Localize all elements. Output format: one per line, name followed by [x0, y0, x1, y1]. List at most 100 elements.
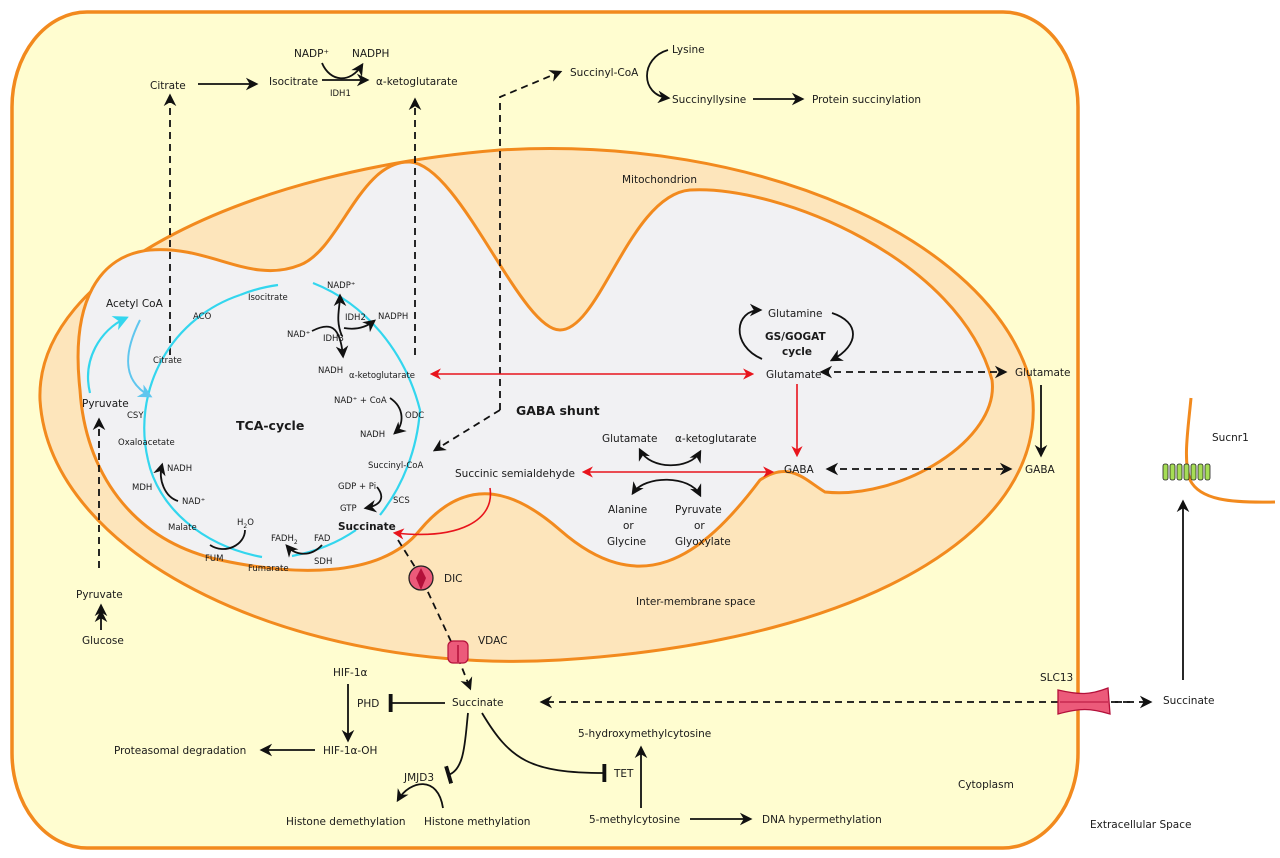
cyto-glucose: Glucose [82, 635, 124, 647]
arrow-scs [363, 486, 383, 513]
arrow-histone-demethylation [396, 783, 444, 809]
arrow-succinate-export [397, 539, 473, 691]
5-hydroxymethylcytosine: 5-hydroxymethylcytosine [578, 728, 711, 740]
tca-fum: FUM [205, 554, 223, 564]
arrow-odc [389, 397, 407, 435]
tca-odc: ODC [405, 411, 424, 421]
histone-demethylation: Histone demethylation [286, 816, 406, 828]
cyto-glutamate: Glutamate [1015, 367, 1071, 379]
arrow-glutamate-glutamine [738, 303, 763, 360]
hif1a-oh: HIF-1α-OH [323, 745, 377, 757]
inhibit-jmjd3 [444, 712, 469, 784]
cyto-succinyl-coa: Succinyl-CoA [570, 67, 639, 79]
tca-nadh-1: NADH [318, 366, 343, 376]
slc13-transporter-icon [1057, 687, 1111, 715]
cyto-citrate: Citrate [150, 80, 186, 92]
sucnr1-receptor-icon [1162, 463, 1211, 481]
histone-methylation: Histone methylation [424, 816, 530, 828]
transamination-akg: α-ketoglutarate [675, 433, 757, 445]
tca-aco: ACO [193, 312, 212, 322]
glyoxylate: Glyoxylate [675, 536, 731, 548]
mitochondrion-label: Mitochondrion [622, 174, 697, 186]
tca-fadh2: FADH2 [271, 534, 298, 546]
cyto-lysine: Lysine [672, 44, 705, 56]
extracellular-succinate: Succinate [1163, 695, 1214, 707]
tca-nadp: NADP⁺ [327, 281, 355, 291]
tca-arc-aco [239, 283, 279, 297]
arrow-ssa-succinate [392, 487, 492, 540]
gs-gogat-label-1: GS/GOGAT [765, 331, 826, 343]
proteasomal-degradation: Proteasomal degradation [114, 745, 246, 757]
transamination-glutamate: Glutamate [602, 433, 658, 445]
tca-nad-1: NAD⁺ [287, 330, 310, 340]
tca-fad: FAD [314, 534, 331, 544]
arrow-sdh [285, 544, 323, 558]
gs-gogat-label-2: cycle [782, 346, 812, 358]
mito-gaba: GABA [784, 464, 815, 476]
arrow-gaba-shunt-succinylcoa [432, 409, 501, 452]
hif1a: HIF-1α [333, 667, 368, 679]
tca-fumarate: Fumarate [248, 564, 289, 574]
cyto-succinyllysine: Succinyllysine [672, 94, 746, 106]
arrow-transamination-top [638, 447, 702, 467]
vdac-label: VDAC [478, 635, 507, 647]
tca-succinyl-coa: Succinyl-CoA [368, 461, 423, 471]
tca-arc-fumarate-oaa [146, 459, 263, 559]
tca-acetyl-coa: Acetyl CoA [106, 298, 164, 310]
extracellular-label: Extracellular Space [1090, 819, 1191, 831]
succinic-semialdehyde: Succinic semialdehyde [455, 468, 575, 480]
arrow-nadp-nadph [321, 62, 364, 80]
cyto-pyruvate: Pyruvate [76, 589, 123, 601]
alanine: Alanine [608, 504, 647, 516]
neighbor-cell-membrane [1184, 397, 1276, 504]
or-2: or [694, 520, 705, 532]
tca-cycle-title: TCA-cycle [236, 418, 304, 433]
dic-label: DIC [444, 573, 463, 585]
dna-hypermethylation: DNA hypermethylation [762, 814, 882, 826]
cyto-nadp: NADP⁺ [294, 48, 329, 60]
tca-oxaloacetate: Oxaloacetate [118, 438, 175, 448]
arrow-glutamine-glutamate [829, 312, 854, 362]
arrow-idh2-nadp [333, 293, 347, 337]
arrow-lysine-succinyllysine [646, 49, 671, 104]
dic-transporter-icon [408, 565, 434, 591]
slc13-label: SLC13 [1040, 672, 1073, 684]
tca-isocitrate: Isocitrate [248, 293, 288, 303]
jmjd3-label: JMJD3 [403, 772, 434, 784]
tca-succinate: Succinate [338, 521, 396, 533]
tca-nad-coa: NAD⁺ + CoA [334, 396, 387, 406]
cyto-akg: α-ketoglutarate [376, 76, 458, 88]
fum-reaction-curve [209, 529, 246, 550]
cyto-succinate: Succinate [452, 697, 503, 709]
cyto-gaba: GABA [1025, 464, 1056, 476]
tca-arc-oaa-citrate [143, 293, 241, 461]
5-methylcytosine: 5-methylcytosine [589, 814, 680, 826]
arrow-transamination-bottom [631, 478, 702, 498]
arrow-idh2-nadph [343, 319, 376, 333]
cyto-protein-succinylation: Protein succinylation [812, 94, 921, 106]
cyto-isocitrate: Isocitrate [269, 76, 318, 88]
cytoplasm-label: Cytoplasm [958, 779, 1014, 791]
tca-malate: Malate [168, 523, 197, 533]
tca-nad-2: NAD⁺ [182, 497, 205, 507]
cyto-nadph: NADPH [352, 48, 389, 60]
or-1: or [623, 520, 634, 532]
tca-idh2: IDH2 [345, 313, 366, 323]
tca-mdh: MDH [132, 483, 152, 493]
pyruvate-gaba: Pyruvate [675, 504, 722, 516]
tca-citrate: Citrate [153, 356, 182, 366]
arrow-mdh [153, 462, 179, 502]
tet-label: TET [613, 768, 634, 780]
tca-sdh: SDH [314, 557, 332, 567]
tca-gdp-pi: GDP + Pi [338, 482, 376, 492]
tca-pyruvate: Pyruvate [82, 398, 129, 410]
tca-gtp: GTP [340, 504, 357, 514]
tca-scs: SCS [393, 496, 410, 506]
tca-h2o: H2O [237, 518, 254, 530]
tca-nadh-2: NADH [360, 430, 385, 440]
tca-nadh-3: NADH [167, 464, 192, 474]
glutamine: Glutamine [768, 308, 823, 320]
arrow-acetylcoa-citrate [127, 319, 153, 398]
cyto-idh1: IDH1 [330, 89, 351, 99]
